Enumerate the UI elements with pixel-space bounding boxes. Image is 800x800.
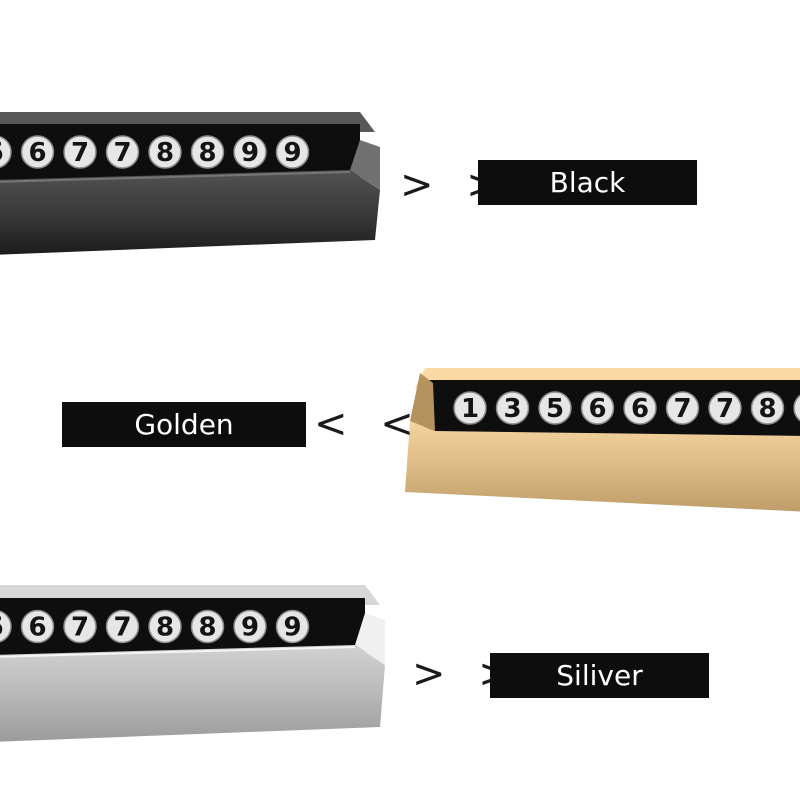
digit-disc: 9 [275, 135, 310, 169]
digit-text: 8 [758, 394, 776, 424]
digit-disc: 6 [580, 391, 615, 425]
digit-text: 6 [588, 394, 606, 424]
digit-text: 5 [0, 613, 4, 643]
digit-disc: 8 [148, 135, 182, 169]
digit-disc: 6 [623, 391, 657, 425]
digit-disc: 8 [148, 609, 182, 644]
digit-disc: 7 [105, 609, 140, 644]
plate-golden: 135667788 [405, 368, 800, 512]
digit-text: 8 [198, 613, 216, 643]
digit-text: 1 [461, 394, 479, 424]
digit-text: 7 [113, 613, 131, 643]
digit-disc: 8 [750, 391, 785, 425]
digit-disc: 5 [0, 136, 12, 168]
color-label-golden: Golden [62, 402, 306, 447]
digit-disc: 7 [63, 135, 97, 169]
digit-text: 7 [673, 394, 691, 424]
digit-text: 6 [631, 394, 649, 424]
digit-disc: 5 [538, 391, 572, 425]
digit-text: 3 [503, 394, 521, 424]
digit-disc: 8 [190, 609, 225, 644]
digit-disc: 1 [453, 391, 487, 425]
digit-disc: 3 [495, 391, 530, 425]
digit-text: 9 [241, 138, 259, 168]
digit-text: 5 [0, 138, 4, 168]
color-label-black: Black [478, 160, 697, 205]
digit-text: 9 [283, 138, 301, 168]
digit-text: 7 [71, 138, 89, 168]
plate-black: 56778899 [0, 112, 380, 255]
digit-disc: 6 [20, 135, 55, 169]
digit-disc: 8 [793, 394, 800, 422]
digit-disc: 9 [233, 135, 267, 169]
digit-text: 6 [28, 138, 46, 168]
digit-text: 9 [283, 613, 301, 643]
digit-disc: 7 [63, 609, 97, 644]
digit-text: 5 [546, 394, 564, 424]
digit-text: 8 [156, 138, 174, 168]
digit-disc: 9 [275, 609, 310, 644]
digit-text: 7 [71, 613, 89, 643]
color-label-silver: Siliver [490, 653, 709, 698]
digit-text: 8 [198, 138, 216, 168]
digit-text: 9 [241, 613, 259, 643]
digit-disc: 7 [708, 391, 742, 425]
plate-silver: 56778899 [0, 585, 385, 742]
digit-disc: 8 [190, 135, 225, 169]
digit-disc: 5 [0, 610, 12, 643]
digit-text: 6 [28, 613, 46, 643]
digit-disc: 6 [20, 609, 55, 644]
arrow-left-golden: < < [314, 401, 424, 447]
digit-text: 7 [716, 394, 734, 424]
digit-disc: 7 [105, 135, 140, 169]
digit-text: 8 [156, 613, 174, 643]
digit-text: 7 [113, 138, 131, 168]
digit-disc: 9 [233, 609, 267, 644]
digit-disc: 7 [665, 391, 700, 425]
